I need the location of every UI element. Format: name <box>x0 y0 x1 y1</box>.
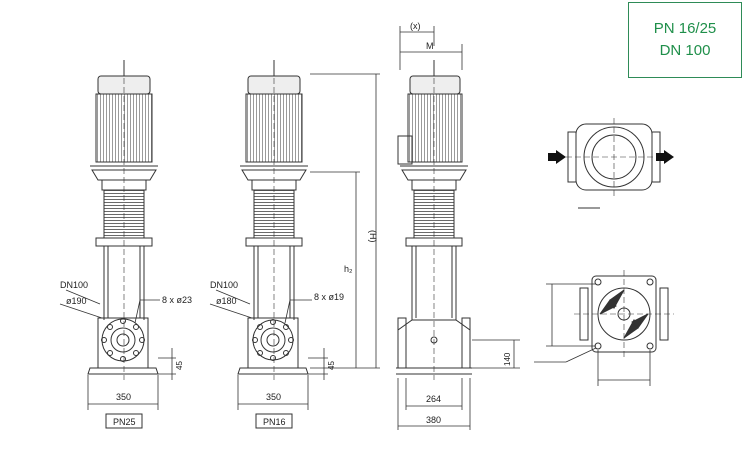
side-m-label: M <box>426 41 434 51</box>
pn25-flange-dia-label: ø190 <box>66 296 87 306</box>
pn25-base-height: 45 <box>175 361 184 370</box>
badge-nominal-diameter: DN 100 <box>659 42 711 59</box>
pn16-base-height: 45 <box>327 361 336 370</box>
pressure-dn-badge: PN 16/25 DN 100 <box>628 2 742 78</box>
flow-arrow-out-icon <box>656 150 674 164</box>
pn16-bolts-label: 8 x ø19 <box>314 292 344 302</box>
pn25-base-width: 350 <box>116 392 131 402</box>
side-width-264: 264 <box>426 394 441 404</box>
overall-height-label: (H) <box>368 230 378 243</box>
h2-label: h₂ <box>344 264 353 274</box>
base-plan-dimensions <box>534 283 651 386</box>
pn25-dimensions <box>59 289 176 410</box>
pn16-caption-box <box>255 413 293 429</box>
side-height-140: 140 <box>503 352 512 366</box>
pn25-dn-label: DN100 <box>60 280 88 290</box>
pn16-dn-label: DN100 <box>210 280 238 290</box>
pump-front-view-pn16 <box>237 60 309 380</box>
pump-front-view-pn25 <box>87 60 159 380</box>
side-dimensions <box>397 26 520 430</box>
flow-arrow-in-icon <box>548 150 566 164</box>
pn25-caption-box <box>105 413 143 429</box>
badge-pressure-rating: PN 16/25 <box>653 20 717 37</box>
pn25-bolts-label: 8 x ø23 <box>162 295 192 305</box>
pn16-base-width: 350 <box>266 392 281 402</box>
side-x-label: (x) <box>410 21 421 31</box>
pn25-caption: PN25 <box>113 417 136 427</box>
pn16-dimensions <box>209 73 380 410</box>
base-plan-view <box>574 270 674 360</box>
terminal-box-top-view <box>566 118 662 209</box>
side-width-380: 380 <box>426 415 441 425</box>
pn16-flange-dia-label: ø180 <box>216 296 237 306</box>
pump-side-view <box>396 60 472 380</box>
pn16-caption: PN16 <box>263 417 286 427</box>
